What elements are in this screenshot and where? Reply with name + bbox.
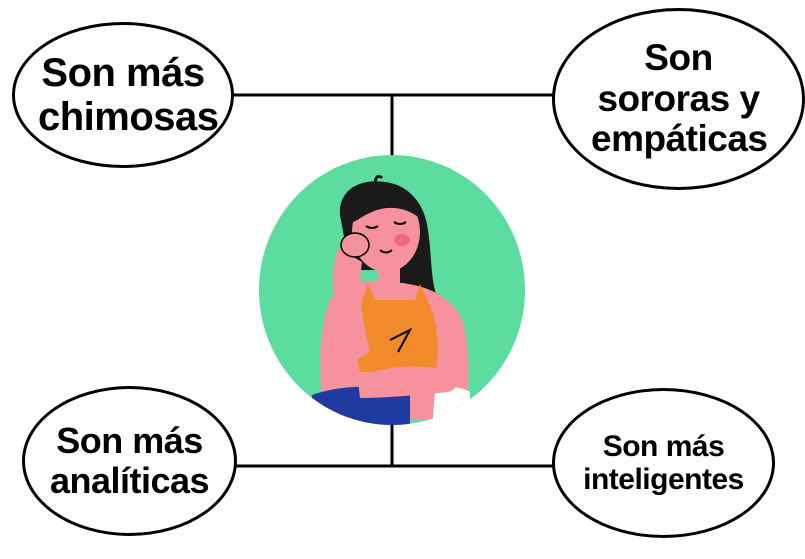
bubble-bottom-left: Son más analíticas [22,386,237,536]
bubble-top-left-line2: chimosas [38,95,219,139]
bubble-top-right-label: Son sororas y empáticas [591,36,768,160]
bubble-top-right-line1: Son [644,36,713,78]
bubble-bottom-right-line2: inteligentes [583,463,744,496]
bubble-bottom-right: Son más inteligentes [552,388,775,538]
bubble-top-left-label: Son más chimosas [38,51,219,139]
bubble-bottom-right-label: Son más inteligentes [576,430,751,496]
bubble-bottom-right-line1: Son más [602,430,725,463]
bubble-top-right-line2: sororas y [597,77,760,119]
bubble-bottom-left-label: Son más analíticas [47,421,212,500]
bubble-bottom-left-line1: Son más [56,420,203,462]
woman-thinking-illustration [259,155,525,425]
bubble-bottom-left-line2: analíticas [49,460,210,501]
bubble-top-right-line3: empáticas [591,118,768,160]
bubble-top-left-line1: Son más [41,51,205,95]
bubble-top-left: Son más chimosas [12,22,234,168]
bubble-top-right: Son sororas y empáticas [552,8,805,190]
